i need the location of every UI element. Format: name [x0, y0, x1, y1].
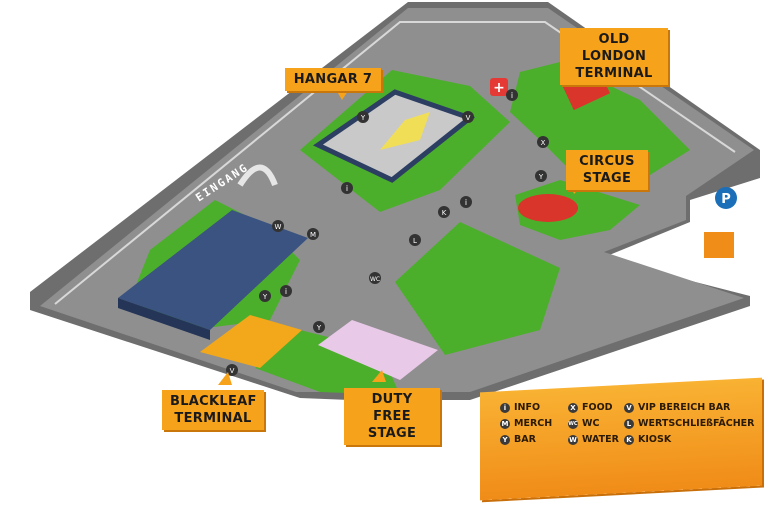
merch-marker[interactable]: M [307, 228, 319, 240]
first-aid-cross: + [493, 80, 505, 96]
old-london-sign-line1: OLD LONDON [581, 32, 647, 64]
legend-item-food: X FOOD [568, 402, 613, 413]
blackleaf-sign-tail [218, 372, 232, 385]
entrance-arch [237, 164, 278, 187]
wc-marker[interactable]: WC [369, 272, 381, 284]
old-london-terminal-sign[interactable]: OLD LONDON TERMINAL [560, 28, 668, 85]
lockers-marker[interactable]: L [409, 234, 421, 246]
circus-tent [518, 194, 578, 222]
lockers-icon: L [624, 418, 634, 429]
vip-marker[interactable]: V [226, 364, 238, 376]
svg-text:K: K [442, 209, 447, 217]
bar-marker[interactable]: Y [357, 111, 369, 123]
duty-free-stage-sign[interactable]: DUTY FREE STAGE [344, 388, 440, 445]
legend-wc-label: WC [582, 418, 600, 429]
wc-icon: WC [568, 418, 578, 429]
svg-text:Y: Y [316, 324, 322, 332]
blackleaf-stage-area [200, 315, 302, 368]
bar-marker[interactable]: Y [313, 321, 325, 333]
parking-icon[interactable] [715, 187, 737, 209]
legend-water-label: WATER [582, 434, 619, 445]
road-line [54, 21, 736, 305]
dutyfree-sign-line2: STAGE [367, 426, 417, 441]
dutyfree-area [318, 320, 438, 380]
hangar-7-sign[interactable]: HANGAR 7 [285, 68, 381, 91]
parking-kiosk [704, 232, 734, 258]
vip-marker[interactable]: V [462, 111, 474, 123]
svg-text:X: X [541, 139, 546, 147]
legend-bar-label: BAR [514, 434, 536, 445]
svg-text:V: V [466, 114, 471, 122]
info-marker[interactable]: i [460, 196, 472, 208]
legend-merch-label: MERCH [514, 418, 553, 429]
svg-text:Y: Y [262, 293, 268, 301]
parking-icon-label: P [721, 192, 731, 207]
bar-marker[interactable]: Y [535, 170, 547, 182]
merch-icon: M [500, 418, 510, 429]
kiosk-icon: K [624, 434, 634, 445]
first-aid-icon[interactable] [490, 78, 508, 96]
circus-sign-line2: STAGE [582, 171, 632, 186]
legend-kiosk-label: KIOSK [638, 434, 672, 445]
legend-lockers-label: WERTSCHLIEßFÄCHER [638, 418, 755, 429]
old-london-sign-line2: TERMINAL [575, 66, 653, 81]
dutyfree-sign-tail [372, 370, 386, 382]
food-icon: X [568, 402, 578, 413]
water-marker[interactable]: W [272, 220, 284, 232]
legend-info-label: INFO [514, 402, 541, 413]
svg-text:i: i [465, 198, 467, 207]
blackleaf-sign-line2: TERMINAL [174, 411, 252, 426]
circus-sign-line1: CIRCUS [579, 154, 635, 169]
legend-vip-label: VIP BEREICH BAR [638, 402, 731, 413]
info-marker[interactable]: i [341, 182, 353, 194]
blackleaf-terminal-sign[interactable]: BLACKLEAF TERMINAL [162, 390, 264, 430]
svg-text:M: M [310, 231, 316, 239]
svg-text:i: i [346, 184, 348, 193]
grass-center [395, 222, 560, 355]
hangar-sign-text: HANGAR 7 [293, 72, 373, 87]
hangar-stage-light [380, 112, 430, 150]
food-marker[interactable]: X [537, 136, 549, 148]
info-marker[interactable]: i [280, 285, 292, 297]
bar-icon: Y [500, 434, 510, 445]
hangar-sign-tail [335, 88, 350, 100]
svg-text:Y: Y [360, 114, 366, 122]
blackleaf-hall-side [118, 298, 210, 340]
svg-text:W: W [275, 223, 282, 231]
svg-text:i: i [285, 287, 287, 296]
legend-item-bar: Y BAR [500, 434, 536, 445]
legend-item-info: i INFO [500, 402, 540, 413]
legend-item-water: W WATER [568, 434, 619, 445]
info-marker[interactable]: i [506, 89, 518, 101]
circus-stage-sign[interactable]: CIRCUS STAGE [566, 150, 648, 190]
water-icon: W [568, 434, 578, 445]
legend-item-vip: V VIP BEREICH BAR [624, 402, 730, 413]
dutyfree-sign-line1: DUTY FREE [371, 392, 413, 424]
svg-text:i: i [511, 91, 513, 100]
vip-icon: V [624, 402, 634, 413]
blackleaf-hall [118, 210, 308, 330]
bar-marker[interactable]: Y [259, 290, 271, 302]
legend-item-kiosk: K KIOSK [624, 434, 671, 445]
legend-item-merch: M MERCH [500, 418, 552, 429]
svg-text:L: L [413, 237, 417, 245]
info-icon: i [500, 402, 510, 413]
svg-text:Y: Y [538, 173, 544, 181]
legend-food-label: FOOD [582, 402, 613, 413]
svg-text:V: V [230, 367, 235, 375]
legend-item-wc: WC WC [568, 418, 599, 429]
legend-item-lockers: L WERTSCHLIEßFÄCHER [624, 418, 755, 429]
blackleaf-sign-line1: BLACKLEAF [170, 394, 257, 409]
kiosk-marker[interactable]: K [438, 206, 450, 218]
svg-text:WC: WC [370, 276, 380, 283]
